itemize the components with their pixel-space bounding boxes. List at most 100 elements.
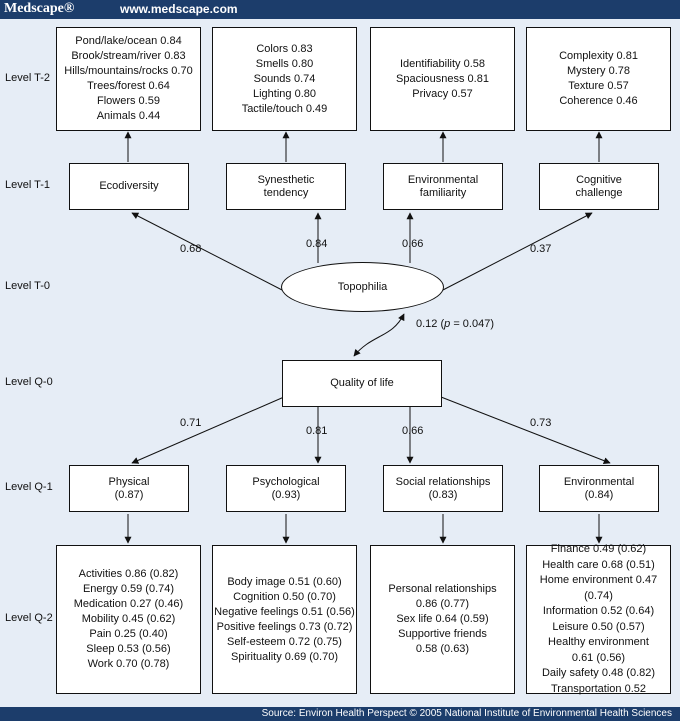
node-label: Synesthetic bbox=[257, 173, 315, 186]
coef-physical: 0.71 bbox=[180, 417, 202, 429]
level-label-q2: Level Q-2 bbox=[5, 612, 53, 624]
q2-item: Spirituality 0.69 (0.70) bbox=[231, 650, 338, 663]
level-label-q1: Level Q-1 bbox=[5, 481, 53, 493]
t2-item: Smells 0.80 bbox=[255, 57, 314, 70]
t2-item: Animals 0.44 bbox=[96, 110, 161, 122]
header-bar: Medscape® www.medscape.com bbox=[0, 0, 680, 19]
node-label: Psychological bbox=[252, 475, 320, 488]
coef-ecodiversity: 0.68 bbox=[180, 243, 202, 255]
node-label: (0.83) bbox=[428, 488, 458, 501]
t2-box-challenge: Complexity 0.81 Mystery 0.78 Texture 0.5… bbox=[526, 27, 671, 131]
footer-bar: Source: Environ Health Perspect © 2005 N… bbox=[0, 707, 680, 721]
t2-item: Complexity 0.81 bbox=[559, 50, 638, 62]
node-label: tendency bbox=[263, 186, 309, 199]
coef-social: 0.66 bbox=[402, 425, 424, 437]
level-label-q0: Level Q-0 bbox=[5, 376, 53, 388]
t2-item: Brook/stream/river 0.83 bbox=[71, 50, 186, 62]
q2-item: Healthy environment bbox=[548, 636, 649, 648]
q2-item: Work 0.70 (0.78) bbox=[87, 658, 170, 670]
q2-item: Self-esteem 0.72 (0.75) bbox=[227, 635, 342, 648]
q2-box-social: Personal relationships 0.86 (0.77) Sex l… bbox=[370, 545, 515, 694]
t2-item: Flowers 0.59 bbox=[97, 95, 160, 107]
q2-item: Personal relationships bbox=[388, 583, 497, 595]
node-label: (0.87) bbox=[114, 488, 144, 501]
q2-item: 0.61 (0.56) bbox=[571, 651, 626, 664]
t2-box-ecodiversity: Pond/lake/ocean 0.84 Brook/stream/river … bbox=[56, 27, 201, 131]
q2-item: Body image 0.51 (0.60) bbox=[227, 575, 342, 588]
coef-challenge: 0.37 bbox=[530, 243, 552, 255]
t2-item: Lighting 0.80 bbox=[253, 87, 316, 100]
coef-environmental: 0.73 bbox=[530, 417, 552, 429]
q2-item: Health care 0.68 (0.51) bbox=[542, 558, 655, 571]
q2-item: Energy 0.59 (0.74) bbox=[82, 583, 175, 595]
node-label: Cognitive bbox=[576, 173, 622, 186]
coef-familiarity: 0.66 bbox=[402, 238, 424, 250]
correlation-suffix: = 0.047) bbox=[450, 318, 494, 330]
node-label: Physical bbox=[108, 475, 150, 488]
coef-synesthetic: 0.84 bbox=[306, 238, 328, 250]
node-label: Ecodiversity bbox=[99, 180, 159, 192]
t2-item: Trees/forest 0.64 bbox=[87, 80, 170, 92]
q2-box-environmental: Finance 0.49 (0.62) Health care 0.68 (0.… bbox=[526, 543, 671, 695]
node-label: familiarity bbox=[419, 186, 467, 199]
node-label: (0.84) bbox=[584, 488, 614, 501]
t2-box-synesthetic: Colors 0.83 Smells 0.80 Sounds 0.74 Ligh… bbox=[212, 27, 357, 131]
t2-box-familiarity: Identifiability 0.58 Spaciousness 0.81 P… bbox=[370, 27, 515, 131]
q2-item: 0.58 (0.63) bbox=[415, 643, 470, 655]
level-label-t0: Level T-0 bbox=[5, 280, 51, 292]
correlation-prefix: 0.12 ( bbox=[416, 318, 445, 330]
q2-item: Negative feelings 0.51 (0.56) bbox=[214, 605, 355, 618]
arrow-topo-challenge bbox=[440, 212, 593, 292]
arrow-qol-environmental bbox=[440, 396, 611, 464]
node-label: Environmental bbox=[407, 173, 479, 186]
level-label-t1: Level T-1 bbox=[5, 179, 51, 191]
q2-item: Activities 0.86 (0.82) bbox=[78, 568, 179, 580]
node-topophilia: Topophilia bbox=[281, 262, 444, 312]
q2-item: Leisure 0.50 (0.57) bbox=[552, 620, 645, 633]
t2-item: Texture 0.57 bbox=[568, 80, 629, 92]
node-environmental: Environmental(0.84) bbox=[539, 465, 659, 512]
node-physical: Physical(0.87) bbox=[69, 465, 189, 512]
coef-psychological: 0.81 bbox=[306, 425, 328, 437]
correlation-p: p bbox=[444, 318, 451, 330]
node-ecodiversity: Ecodiversity bbox=[69, 163, 189, 210]
t2-item: Coherence 0.46 bbox=[559, 95, 638, 107]
q2-item: Pain 0.25 (0.40) bbox=[89, 628, 168, 640]
arrow-qol-physical bbox=[131, 396, 285, 464]
node-label: challenge bbox=[575, 186, 623, 199]
q2-item: Transportation 0.52 bbox=[551, 682, 646, 695]
level-label-t2: Level T-2 bbox=[5, 72, 51, 84]
node-quality-of-life: Quality of life bbox=[282, 360, 442, 407]
q2-box-physical: Activities 0.86 (0.82) Energy 0.59 (0.74… bbox=[56, 545, 201, 694]
arrow-topo-ecodiversity bbox=[131, 212, 285, 292]
q2-item: Information 0.52 (0.64) bbox=[542, 605, 655, 617]
q2-item: Sex life 0.64 (0.59) bbox=[396, 613, 489, 625]
node-label: Topophilia bbox=[337, 280, 388, 293]
q2-item: Medication 0.27 (0.46) bbox=[73, 598, 184, 610]
q2-item: 0.86 (0.77) bbox=[415, 598, 470, 610]
t2-item: Tactile/touch 0.49 bbox=[241, 102, 328, 115]
t2-item: Spaciousness 0.81 bbox=[396, 72, 489, 85]
node-social-relationships: Social relationships(0.83) bbox=[383, 465, 503, 512]
q2-item: Positive feelings 0.73 (0.72) bbox=[216, 620, 353, 633]
site-url[interactable]: www.medscape.com bbox=[120, 2, 238, 16]
node-label: (0.93) bbox=[271, 488, 301, 501]
q2-item: Home environment 0.47 (0.74) bbox=[539, 574, 658, 602]
t2-item: Pond/lake/ocean 0.84 bbox=[75, 35, 182, 47]
q2-item: Mobility 0.45 (0.62) bbox=[81, 613, 176, 625]
q2-item: Daily safety 0.48 (0.82) bbox=[541, 667, 656, 679]
q2-item: Finance 0.49 (0.62) bbox=[550, 543, 647, 555]
node-psychological: Psychological(0.93) bbox=[226, 465, 346, 512]
t2-item: Sounds 0.74 bbox=[253, 72, 316, 85]
q2-item: Supportive friends bbox=[398, 628, 487, 640]
t2-item: Colors 0.83 bbox=[256, 42, 313, 55]
node-label: Environmental bbox=[563, 475, 635, 488]
correlation-label: 0.12 (p = 0.047) bbox=[416, 318, 494, 330]
correlation-arrow bbox=[353, 313, 405, 357]
node-label: Quality of life bbox=[330, 377, 394, 389]
q2-item: Sleep 0.53 (0.56) bbox=[86, 643, 171, 655]
